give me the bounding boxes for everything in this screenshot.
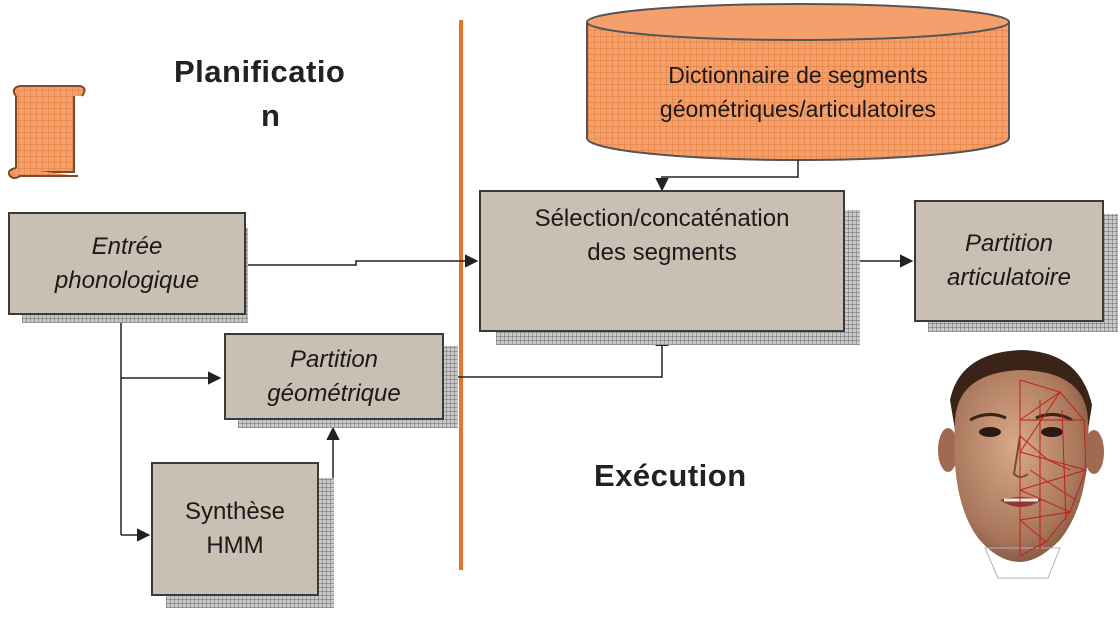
hmm-synthesis-box: Synthèse HMM bbox=[151, 462, 319, 596]
geometric-score-box: Partition géométrique bbox=[224, 333, 444, 420]
connector-database-to-selection bbox=[655, 160, 799, 192]
segment-dictionary-label: Dictionnaire de segments géométriques/ar… bbox=[659, 62, 937, 122]
segment-selection-box: Sélection/concaténation des segments bbox=[479, 190, 845, 332]
connector-geometric-to-selection bbox=[444, 332, 669, 378]
scroll-icon bbox=[7, 85, 86, 179]
execution-heading: Exécution bbox=[594, 458, 747, 493]
planning-heading-line1: Planificatio bbox=[174, 54, 346, 89]
planning-heading: Planificatio n bbox=[174, 50, 394, 138]
articulatory-score-box: Partition articulatoire bbox=[914, 200, 1104, 322]
planning-heading-line2: n bbox=[261, 98, 281, 133]
connector-input-to-selection bbox=[246, 254, 479, 268]
phonological-input-box: Entrée phonologique bbox=[8, 212, 246, 315]
segment-dictionary-database-icon bbox=[586, 3, 1010, 161]
